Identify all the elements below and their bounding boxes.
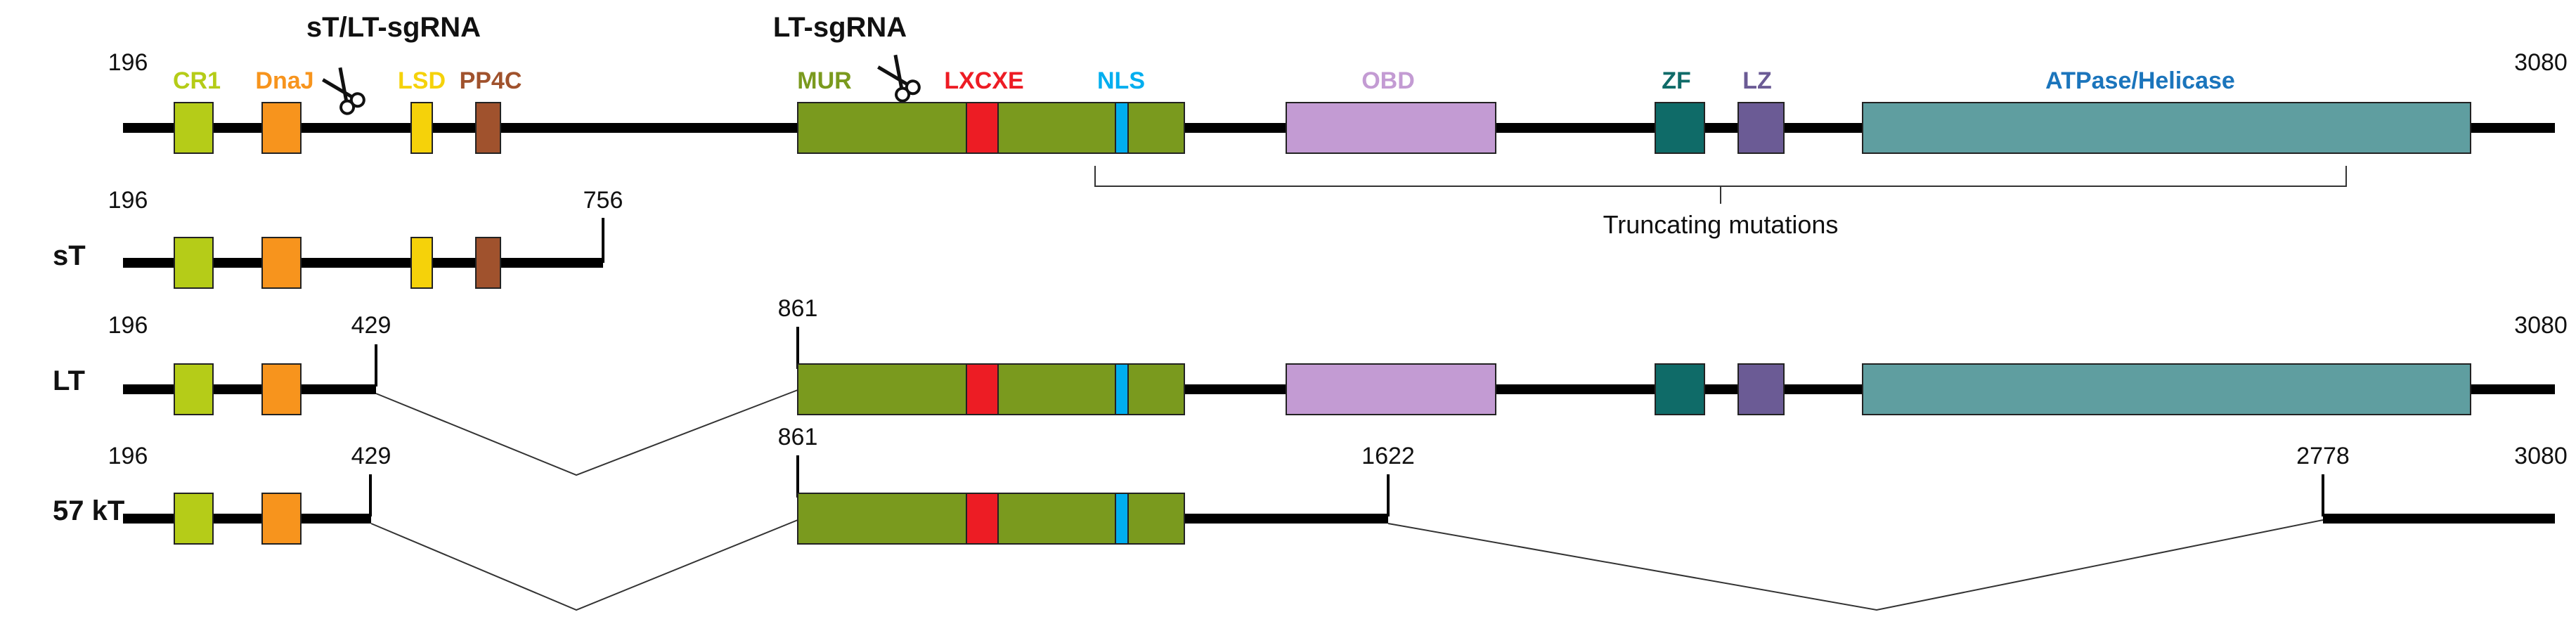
lxcxe-box — [966, 363, 999, 415]
coord-start-label: 196 — [108, 312, 148, 339]
cr1-box — [174, 363, 214, 415]
coord-end-label: 3080 — [2514, 49, 2568, 76]
nls-box — [1115, 493, 1129, 545]
atpase-helicase-box — [1862, 363, 2471, 415]
dnaj-label: DnaJ — [255, 67, 313, 94]
truncating-bracket — [1094, 166, 2347, 187]
coord-exon1-end-label: 429 — [351, 312, 391, 339]
lz-label: LZ — [1742, 67, 1772, 94]
lz-box — [1737, 102, 1785, 154]
nls-box — [1115, 102, 1129, 154]
full-region-row: 196 3080 CR1 DnaJ LSD PP4C MUR LXCXE NLS… — [108, 49, 2568, 239]
splice-intron-line — [370, 519, 798, 611]
nls-label: NLS — [1097, 67, 1145, 94]
coord-exon2-end-label: 1622 — [1361, 443, 1415, 469]
st-row-label: sT — [53, 240, 86, 271]
exon1-line — [123, 384, 376, 394]
exon2-end-tick — [1387, 474, 1390, 516]
lz-box — [1737, 363, 1785, 415]
pp4c-box — [475, 102, 501, 154]
coord-exon1-end-label: 429 — [351, 443, 391, 469]
lt-row-label: LT — [53, 365, 85, 396]
atpase-helicase-box — [1862, 102, 2471, 154]
st-lt-sgrna-label: sT/LT-sgRNA — [306, 12, 481, 43]
scissors-icon — [322, 67, 365, 115]
exon1-end-tick — [369, 474, 372, 516]
coord-exon3-start-label: 2778 — [2296, 443, 2350, 469]
dnaj-box — [261, 493, 302, 545]
exon2-start-tick — [796, 455, 799, 498]
obd-box — [1286, 102, 1496, 154]
coord-end-label: 3080 — [2514, 312, 2568, 339]
atpase-helicase-label: ATPase/Helicase — [2045, 67, 2235, 94]
coord-start-label: 196 — [108, 443, 148, 469]
coord-start-label: 196 — [108, 187, 148, 214]
coord-exon2-start-label: 861 — [778, 424, 818, 450]
truncating-mutations-label: Truncating mutations — [1603, 210, 1839, 239]
exon1-end-tick — [375, 344, 377, 386]
lsd-box — [410, 102, 433, 154]
mur-label: MUR — [797, 67, 851, 94]
coord-end-label: 3080 — [2514, 443, 2568, 469]
splice-intron-line — [1387, 519, 2324, 611]
nls-box — [1115, 363, 1129, 415]
exon3-start-tick — [2322, 474, 2324, 516]
splice-intron-line — [375, 389, 798, 476]
coord-start-label: 196 — [108, 49, 148, 76]
57kt-row-label: 57 kT — [53, 495, 124, 526]
57kt-row: 57 kT 196 429 861 1622 2778 3080 — [53, 424, 2568, 611]
pp4c-box — [475, 237, 501, 289]
exon2-start-tick — [796, 327, 799, 369]
end-tick — [602, 218, 604, 263]
lt-sgrna-label: LT-sgRNA — [773, 12, 907, 43]
lxcxe-box — [966, 493, 999, 545]
exon1-line — [123, 514, 371, 524]
coord-end-label: 756 — [583, 187, 623, 214]
dnaj-box — [261, 363, 302, 415]
zf-box — [1655, 102, 1705, 154]
scissors-icon — [877, 54, 921, 103]
pp4c-label: PP4C — [460, 67, 522, 94]
obd-box — [1286, 363, 1496, 415]
lsd-box — [410, 237, 433, 289]
lt-row: LT 196 429 861 3080 — [53, 295, 2568, 476]
cr1-box — [174, 493, 214, 545]
cr1-label: CR1 — [173, 67, 221, 94]
zf-box — [1655, 363, 1705, 415]
lsd-label: LSD — [398, 67, 446, 94]
cr1-box — [174, 237, 214, 289]
obd-label: OBD — [1361, 67, 1415, 94]
st-row: sT 196 756 — [53, 187, 623, 289]
zf-label: ZF — [1662, 67, 1691, 94]
exon3-line — [2323, 514, 2555, 524]
lxcxe-box — [966, 102, 999, 154]
lxcxe-label: LXCXE — [944, 67, 1023, 94]
dnaj-box — [261, 237, 302, 289]
cr1-box — [174, 102, 214, 154]
dnaj-box — [261, 102, 302, 154]
coord-exon2-start-label: 861 — [778, 295, 818, 322]
